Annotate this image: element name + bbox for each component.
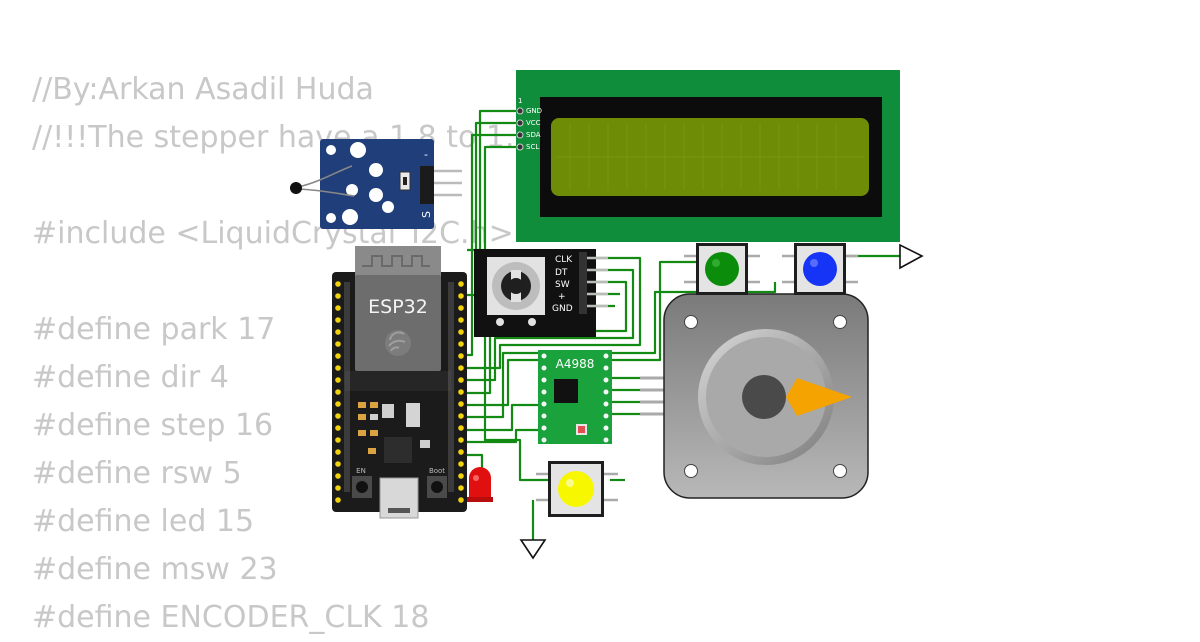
esp32-devkit[interactable]: ESP32 [332,246,467,519]
rotary-encoder[interactable]: CLK DT SW + GND [474,249,608,337]
encoder-pin-labels: CLK DT SW + GND [552,255,573,314]
ground-symbol [899,243,924,270]
code-line: #define park 17 [32,312,276,347]
lcd-display[interactable]: 1 GND VCC SDA SCL [516,70,900,242]
code-line: #define rsw 5 [32,456,242,491]
stepper-motor[interactable] [640,293,869,499]
wire-lcd-scl [483,145,548,482]
code-line: #define dir 4 [32,360,229,395]
lcd-pin-label: SDA [526,131,541,139]
code-line: //!!!The stepper have a 1.8 to 1.8 [32,120,534,155]
esp32-pin-row-right [458,281,464,503]
lcd-pin-label: 1 [518,97,522,105]
esp32-pin-labels [344,282,454,492]
encoder-pin-label: SW [555,280,570,290]
lcd-pin-label: VCC [526,119,541,127]
esp32-label: ESP32 [368,296,428,318]
ntc-temperature-sensor[interactable]: - S [290,139,462,229]
lcd-pin-label: SCL [526,143,539,151]
ground-symbol [519,539,547,560]
a4988-stepper-driver[interactable]: A4988 [538,350,612,444]
code-editor-background: //By:Arkan Asadil Huda //!!!The stepper … [32,66,534,642]
espressif-logo-icon [385,330,411,356]
boot-label: Boot [429,467,445,475]
encoder-pin-label: DT [555,268,568,278]
code-line: #define step 16 [32,408,274,443]
lcd-pin-header: 1 GND VCC SDA SCL [516,97,542,151]
encoder-pin-label: GND [552,304,573,314]
wire-driver-dir [467,428,540,444]
green-push-button[interactable] [684,243,760,295]
en-button[interactable]: EN [352,467,372,498]
code-line: #define msw 23 [32,552,278,587]
lcd-pin-label: GND [526,107,542,115]
en-label: EN [356,467,366,475]
wire-lcd-gnd [467,109,520,252]
wire-driver-step [467,403,540,432]
driver-label: A4988 [556,357,595,371]
driver-pins-right [603,353,609,443]
thermistor-probe [290,165,355,197]
driver-pins-left [541,353,547,443]
esp32-smd-components [358,402,430,463]
wire-lcd-sda [467,133,520,357]
wire-blue-button [467,282,777,419]
boot-button[interactable]: Boot [427,467,447,498]
esp32-pin-row-left [335,281,341,503]
red-led[interactable] [467,467,493,502]
sensor-pin-s: S [420,211,433,218]
esp32-module-shield [355,275,441,371]
encoder-pin-label: + [558,292,566,302]
code-line: //By:Arkan Asadil Huda [32,72,374,107]
usb-port-icon [379,477,419,519]
encoder-pin-label: CLK [555,255,573,265]
code-line: #define ENCODER_CLK 18 [32,600,430,635]
lcd-character-grid [556,124,864,190]
yellow-push-button[interactable] [536,461,618,517]
esp32-antenna [355,246,441,280]
code-line: #define led 15 [32,504,255,539]
sensor-pin-minus: - [424,148,428,161]
stepper-pointer-icon [786,378,852,416]
blue-push-button[interactable] [782,243,858,295]
